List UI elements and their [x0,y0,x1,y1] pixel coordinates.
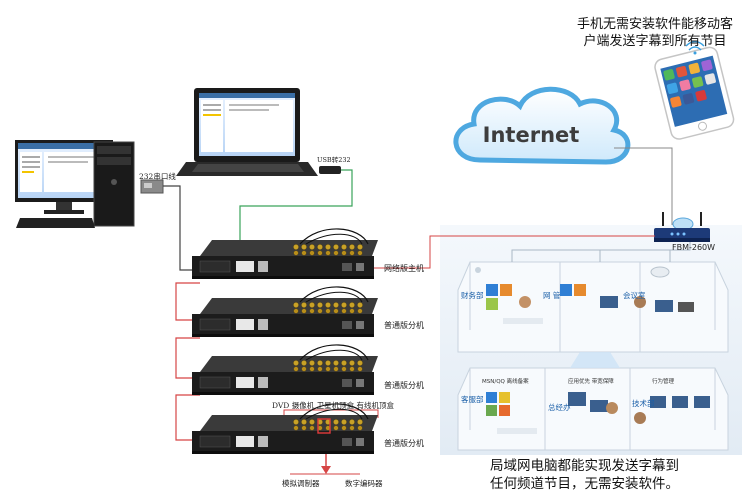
encoder-rack [192,228,378,454]
internet-cloud: Internet [453,86,631,165]
router-label: FBM-260W [672,243,716,252]
rack-unit-3 [192,344,378,395]
usb-adapter-label: USB转232 [317,156,351,164]
room-label-gm: 总经办 [548,402,571,412]
rack-unit-1 [192,228,378,279]
room-note-1: MSN/QQ 离线备案 [482,377,529,385]
room-label-tech: 技术部 [632,398,655,408]
room-label-finance: 财务部 [461,290,484,300]
laptop-computer [176,88,318,176]
unit-label-slave-2: 普通版分机 [384,381,424,390]
output-digital-encoder: 数字编码器 [345,479,383,488]
room-label-netadmin: 网 管 [543,290,561,300]
unit-label-host: 网络版主机 [384,264,424,273]
lan-caption-line-1: 局域网电脑都能实现发送字幕到 [490,458,679,474]
output-analog-modulator: 模拟调制器 [282,479,320,488]
lan-caption: 局域网电脑都能实现发送字幕到 任何频道节目，无需安装软件。 [490,457,679,493]
usb-adapter [319,166,341,174]
office-floor-plan [440,225,742,455]
phone-caption-line-2: 户端发送字幕到所有节目 [583,34,727,49]
office-desk-icons [475,266,694,324]
rack-unit-2 [192,286,378,337]
rack-unit-4 [192,403,378,454]
room-note-2: 应用优先 带宽保障 [568,377,614,385]
cables [163,169,655,475]
internet-label: Internet [483,123,580,147]
phone-caption-line-1: 手机无需安装软件能移动客 [576,17,733,32]
room-label-service: 客服部 [461,394,484,404]
lan-caption-line-2: 任何频道节目，无需安装软件。 [490,476,679,492]
serial-cable-label: 232串口线 [139,172,176,181]
room-labels: 财务部 网 管 会议室 客服部 总经办 技术部 MSN/QQ 离线备案 应用优先… [461,290,675,412]
desktop-computer [15,140,135,228]
phone-caption: 手机无需安装软件能移动客 户端发送字幕到所有节目 [565,16,745,50]
office-desk-icons-bottom [486,392,710,434]
room-label-meeting: 会议室 [623,290,646,300]
smartphone [654,40,735,140]
unit-label-slave-3: 普通版分机 [384,439,424,448]
router [654,212,710,242]
room-note-3: 行为管理 [652,377,675,385]
video-sources-label: DVD 摄像机 卫星机顶盒 有线机顶盒 [272,401,394,410]
unit-label-slave-1: 普通版分机 [384,321,424,330]
